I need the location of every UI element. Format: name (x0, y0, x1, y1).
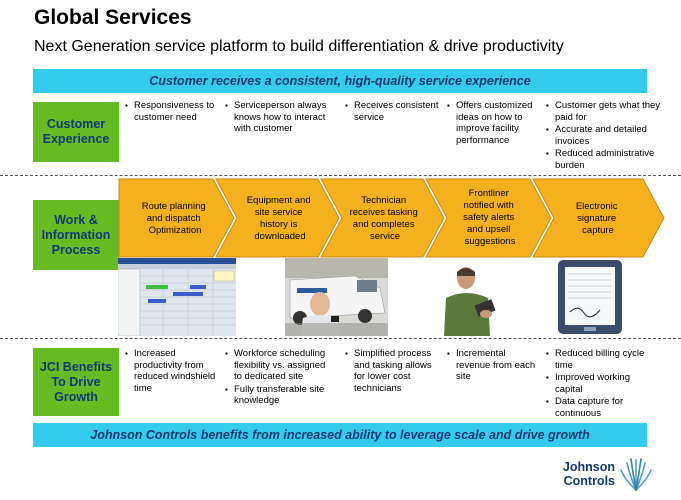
bullet-item: Simplified process and tasking allows fo… (345, 348, 440, 394)
jci-bullets-2: Workforce scheduling flexibility vs. ass… (225, 348, 335, 408)
process-step-line: and upsell (467, 224, 510, 235)
process-step-line: and dispatch (147, 213, 201, 224)
row-label-jci-benefits: JCI Benefits To Drive Growth (33, 348, 119, 416)
johnson-controls-logo: Johnson Controls (535, 456, 675, 496)
process-step-5-chevron (532, 178, 665, 258)
jci-bullets-4: Incremental revenue from each site (447, 348, 539, 384)
row-label-line: Customer (46, 117, 106, 131)
process-step-5-text: Electronic signature capture (576, 201, 620, 236)
process-step-line: and completes (353, 219, 415, 230)
row-label-line: Process (51, 242, 101, 257)
process-step-line: history is (260, 219, 298, 230)
process-step-4-chevron (425, 178, 552, 258)
bullet-item: Workforce scheduling flexibility vs. ass… (225, 348, 335, 383)
jci-bullets-3: Simplified process and tasking allows fo… (345, 348, 440, 395)
logo-line: Johnson (562, 460, 615, 474)
process-step-line: downloaded (254, 231, 305, 242)
customer-bullets-4: Offers customized ideas on how to improv… (447, 100, 539, 147)
process-step-line: Equipment and (247, 195, 311, 206)
dashed-divider (0, 338, 681, 339)
process-step-line: service (370, 231, 400, 242)
process-step-line: Technician (361, 195, 406, 206)
process-step-line: Optimization (149, 225, 202, 236)
process-step-1-text: Route planning and dispatch Optimization (142, 201, 209, 236)
bullet-item: Offers customized ideas on how to improv… (447, 100, 539, 146)
bullet-item: Reduced administrative burden (546, 148, 666, 171)
process-step-line: site service (255, 207, 303, 218)
process-step-line: safety alerts (463, 212, 514, 223)
customer-bullets-1: Responsiveness to customer need (125, 100, 220, 124)
row-label-line: Experience (42, 132, 110, 146)
process-step-3-text: Technician receives tasking and complete… (350, 195, 421, 242)
bullet-item: Improved working capital (546, 372, 646, 395)
bullet-item: Reduced billing cycle time (546, 348, 646, 371)
page-subtitle: Next Generation service platform to buil… (34, 38, 564, 55)
logo-line: Controls (563, 474, 615, 488)
page-title: Global Services (34, 6, 192, 29)
process-step-1-chevron (118, 178, 235, 258)
bullet-item: Incremental revenue from each site (447, 348, 539, 383)
process-step-line: capture (582, 225, 614, 236)
row-label-customer-experience: Customer Experience (33, 102, 119, 162)
bullet-item: Responsiveness to customer need (125, 100, 220, 123)
bullet-item: Receives consistent service (345, 100, 440, 123)
process-step-4-text: Frontliner notified with safety alerts a… (463, 188, 517, 247)
dashed-divider (0, 175, 681, 176)
process-chevrons: Route planning and dispatch Optimization… (118, 178, 665, 258)
bullet-item: Serviceperson always knows how to intera… (225, 100, 330, 135)
bullet-item: Fully transferable site knowledge (225, 384, 335, 407)
frontliner-with-handheld-photo (436, 258, 508, 336)
dispatch-software-screenshot (118, 258, 236, 336)
logo-wordmark: Johnson Controls (535, 460, 615, 488)
process-step-line: Frontliner (469, 188, 509, 199)
process-step-line: Route planning (142, 201, 206, 212)
row-label-line: Information (41, 227, 111, 242)
process-step-3-chevron (320, 178, 445, 258)
process-step-2-text: Equipment and site service history is do… (247, 195, 314, 242)
process-step-line: signature (577, 213, 616, 224)
row-label-work-information-process: Work & Information Process (33, 200, 119, 270)
jci-banner: Johnson Controls benefits from increased… (33, 423, 647, 447)
process-step-line: receives tasking (350, 207, 418, 218)
customer-bullets-5: Customer gets what they paid for Accurat… (546, 100, 666, 172)
row-label-line: Work & (54, 212, 98, 227)
jci-bullets-1: Increased productivity from reduced wind… (125, 348, 220, 395)
customer-banner: Customer receives a consistent, high-qua… (33, 69, 647, 93)
process-step-line: notified with (464, 200, 514, 211)
row-label-line: JCI Benefits (39, 359, 113, 374)
bullet-item: Customer gets what they paid for (546, 100, 666, 123)
bullet-item: Increased productivity from reduced wind… (125, 348, 220, 394)
process-step-2-chevron (215, 178, 340, 258)
jci-bullets-5: Reduced billing cycle time Improved work… (546, 348, 646, 420)
logo-mark-icon (620, 458, 652, 491)
bullet-item: Accurate and detailed invoices (546, 124, 666, 147)
row-label-line: Growth (54, 389, 98, 404)
customer-bullets-3: Receives consistent service (345, 100, 440, 124)
process-step-line: suggestions (465, 236, 516, 247)
customer-bullets-2: Serviceperson always knows how to intera… (225, 100, 330, 136)
row-label-line: To Drive (51, 374, 101, 389)
tablet-signature-photo (556, 258, 624, 336)
process-step-line: Electronic (576, 201, 618, 212)
bullet-item: Data capture for continuous (546, 396, 646, 419)
technician-with-van-photo (285, 258, 388, 336)
